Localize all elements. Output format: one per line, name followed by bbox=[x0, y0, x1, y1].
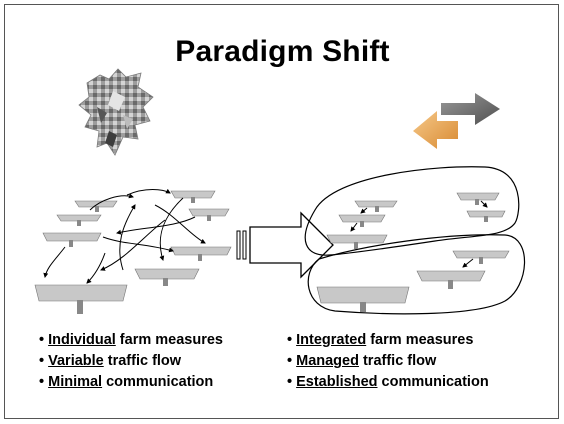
farm-plot bbox=[316, 286, 410, 312]
farm-plot bbox=[134, 268, 200, 286]
right-managed-cluster bbox=[304, 166, 526, 315]
farm-plot bbox=[170, 190, 216, 203]
farm-plot bbox=[338, 214, 386, 227]
farm-plot bbox=[170, 246, 232, 261]
diagram-art bbox=[34, 68, 526, 315]
list-item: • Individual farm measures bbox=[39, 332, 223, 348]
slide: Paradigm Shift bbox=[4, 4, 559, 419]
list-item: • Integrated farm measures bbox=[287, 332, 474, 348]
farm-plot bbox=[466, 210, 506, 222]
left-farm-cluster bbox=[34, 188, 232, 314]
left-bullet-list: • Individual farm measures • Variable tr… bbox=[39, 330, 223, 393]
slide-title: Paradigm Shift bbox=[175, 35, 390, 68]
farm-plot bbox=[456, 192, 500, 205]
shattered-pieces-icon bbox=[78, 68, 154, 156]
managed-group-outline bbox=[307, 234, 526, 315]
farm-plot bbox=[354, 200, 398, 212]
farm-plot bbox=[452, 250, 510, 264]
exchange-arrows-icon bbox=[413, 93, 500, 149]
list-item: • Managed traffic flow bbox=[287, 353, 437, 369]
list-item: • Established communication bbox=[287, 374, 489, 390]
managed-group-outline bbox=[304, 166, 520, 256]
list-item: • Minimal communication bbox=[39, 374, 214, 390]
farm-plot bbox=[42, 232, 102, 247]
farm-plot bbox=[416, 270, 486, 289]
farm-plot bbox=[188, 208, 230, 221]
farm-plot bbox=[56, 214, 102, 226]
list-item: • Variable traffic flow bbox=[39, 353, 182, 369]
farm-plot bbox=[74, 200, 118, 212]
right-bullet-list: • Integrated farm measures • Managed tra… bbox=[287, 330, 489, 393]
farm-plot bbox=[326, 234, 388, 249]
farm-plot bbox=[34, 284, 128, 314]
transition-arrow-icon bbox=[236, 211, 334, 279]
